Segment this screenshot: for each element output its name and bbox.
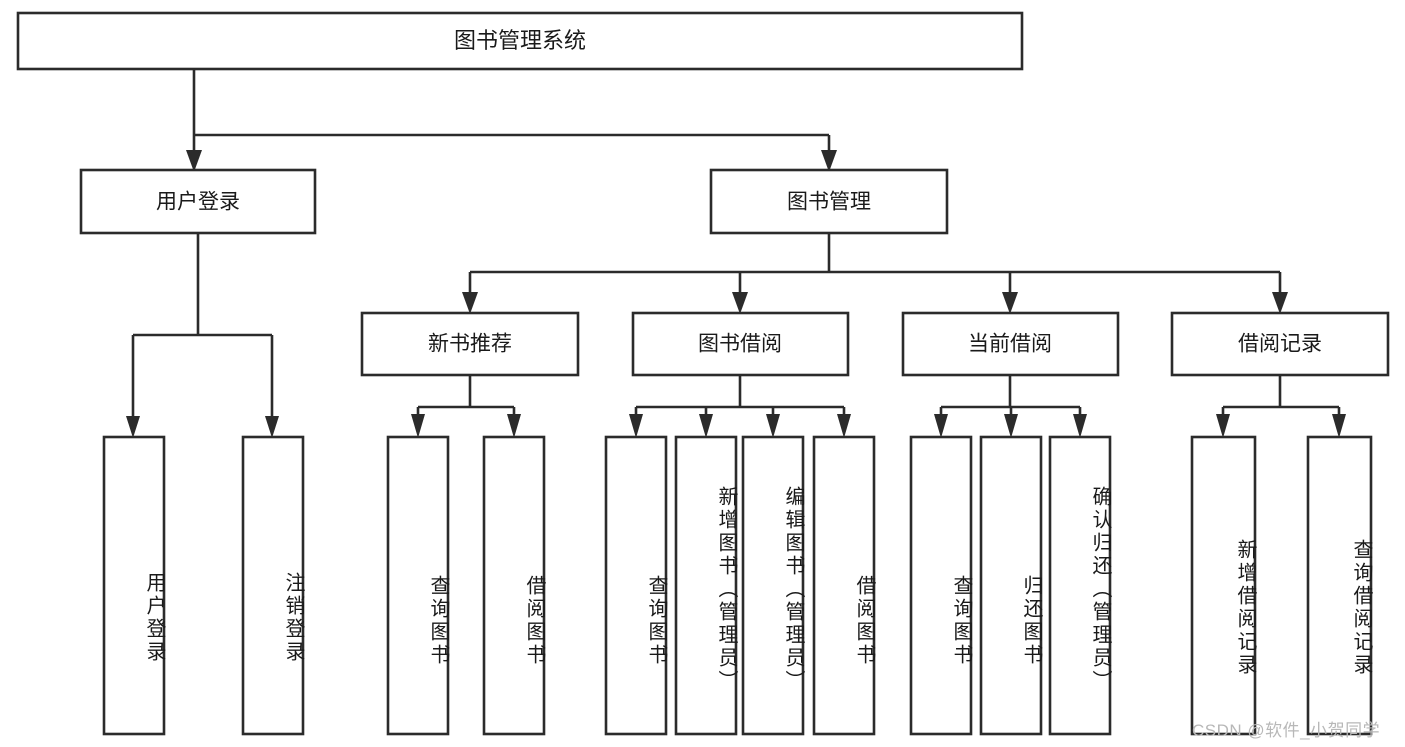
arrow-leaf-logout-login (265, 416, 279, 438)
leaf-box-borrow-lend-book[interactable] (812, 435, 876, 736)
leaf-box-current-query-book[interactable] (909, 435, 973, 736)
arrow-leaf-user-login (126, 416, 140, 438)
connector-layer (126, 69, 1346, 438)
current-borrow-box[interactable] (901, 311, 1120, 377)
leaf-box-user-login[interactable] (102, 435, 166, 736)
node-book-borrow[interactable]: 图书借阅 (631, 311, 850, 377)
leaf-box-current-return-book[interactable] (979, 435, 1043, 736)
borrow-record-box[interactable] (1170, 311, 1390, 377)
arrow-leaf-record-query (1332, 414, 1346, 438)
book-manage-label: 图书管理 (787, 191, 871, 214)
leaf-box-borrow-query-book[interactable] (604, 435, 668, 736)
leaf-box-record-query[interactable] (1306, 435, 1373, 736)
leaf-box-recommend-borrow-book[interactable] (482, 435, 546, 736)
leaf-box-logout-login[interactable] (241, 435, 305, 736)
csdn-watermark: CSDN @软件_小贺同学 (1192, 721, 1381, 740)
user-login-box[interactable] (79, 168, 317, 235)
new-book-recommend-box[interactable] (360, 311, 580, 377)
arrow-leaf-borrow-lend (837, 414, 851, 438)
arrow-to-borrow-record (1272, 292, 1288, 314)
node-new-book-recommend[interactable]: 新书推荐 (360, 311, 580, 377)
arrow-leaf-borrow-add (699, 414, 713, 438)
book-borrow-box[interactable] (631, 311, 850, 377)
book-borrow-label: 图书借阅 (698, 333, 782, 356)
arrow-to-book-manage (821, 150, 837, 172)
root-box[interactable] (16, 11, 1024, 71)
arrow-to-user-login (186, 150, 202, 172)
arrow-to-new-book-recommend (462, 292, 478, 314)
arrow-to-current-borrow (1002, 292, 1018, 314)
leaf-box-current-confirm-return[interactable] (1048, 435, 1112, 736)
node-current-borrow[interactable]: 当前借阅 (901, 311, 1120, 377)
arrow-leaf-current-query (934, 414, 948, 438)
user-login-label: 用户登录 (156, 191, 240, 214)
borrow-record-label: 借阅记录 (1238, 333, 1322, 356)
leaf-box-recommend-query-book[interactable] (386, 435, 450, 736)
current-borrow-label: 当前借阅 (968, 333, 1052, 356)
node-root[interactable]: 图书管理系统 (16, 11, 1024, 71)
node-borrow-record[interactable]: 借阅记录 (1170, 311, 1390, 377)
arrow-leaf-current-confirm (1073, 414, 1087, 438)
leaf-box-borrow-edit-book[interactable] (741, 435, 805, 736)
node-user-login[interactable]: 用户登录 (79, 168, 317, 235)
leaf-box-borrow-add-book[interactable] (674, 435, 738, 736)
arrow-leaf-borrow-edit (766, 414, 780, 438)
arrow-leaf-record-add (1216, 414, 1230, 438)
node-book-manage[interactable]: 图书管理 (709, 168, 949, 235)
arrow-leaf-recommend-borrow (507, 414, 521, 438)
arrow-leaf-borrow-query (629, 414, 643, 438)
new-book-recommend-label: 新书推荐 (428, 333, 512, 356)
book-manage-box[interactable] (709, 168, 949, 235)
leaf-box-layer (102, 435, 1373, 736)
root-label: 图书管理系统 (454, 28, 586, 53)
arrow-to-book-borrow (732, 292, 748, 314)
arrow-leaf-current-return (1004, 414, 1018, 438)
arrow-leaf-recommend-query (411, 414, 425, 438)
leaf-box-record-add[interactable] (1190, 435, 1257, 736)
